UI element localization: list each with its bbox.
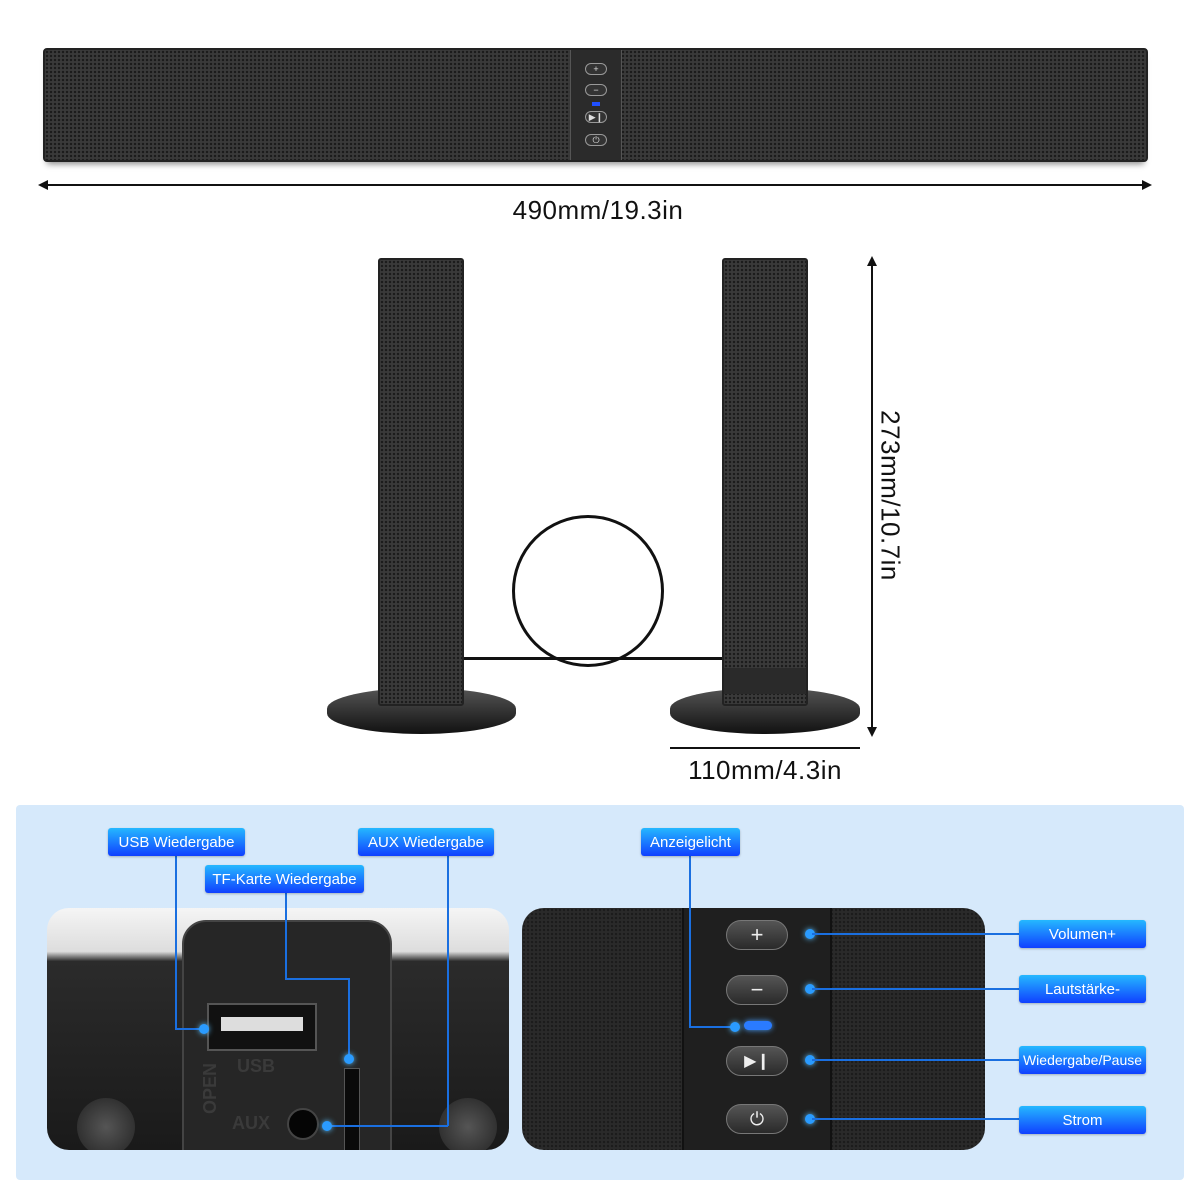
- play-pause-label: Wiedergabe/Pause: [1019, 1046, 1146, 1074]
- indicator-light: [592, 102, 600, 106]
- cable-loop: [512, 515, 664, 667]
- usb-label: USB Wiedergabe: [108, 828, 245, 856]
- power-button: ⏻: [585, 134, 607, 146]
- power-label: Strom: [1019, 1106, 1146, 1134]
- tf-dot: [344, 1054, 354, 1064]
- vol-up-dot: [805, 929, 815, 939]
- right-tower: [722, 258, 808, 706]
- open-marking: OPEN: [200, 1062, 221, 1115]
- usb-callout-line-h: [175, 1028, 205, 1030]
- volume-down-button: −: [585, 84, 607, 96]
- play-pause-button: ▶❙: [585, 111, 607, 123]
- screw-left-icon: [77, 1098, 135, 1150]
- usb-callout-line: [175, 856, 177, 1029]
- cable: [464, 657, 722, 660]
- volume-down-label: Lautstärke-: [1019, 975, 1146, 1003]
- volume-up-button: +: [585, 63, 607, 75]
- volume-down-button-detail: −: [726, 975, 788, 1005]
- right-tower-controls: [724, 668, 806, 694]
- base-dimension-line: [670, 747, 860, 749]
- base-width-label: 110mm/4.3in: [688, 755, 842, 785]
- tf-card-slot: [344, 1068, 360, 1150]
- aux-callout-line: [447, 856, 449, 1126]
- aux-marking: AUX: [232, 1113, 271, 1133]
- power-line: [812, 1118, 1019, 1120]
- aux-dot: [322, 1121, 332, 1131]
- tf-callout-line-v: [348, 978, 350, 1058]
- indicator-label: Anzeigelicht: [641, 828, 740, 856]
- aux-jack: [287, 1108, 319, 1140]
- soundbar-width-label: 490mm/19.3in: [512, 195, 684, 225]
- indicator-dot: [730, 1022, 740, 1032]
- arrow-left-icon: [38, 180, 48, 190]
- vol-down-line: [812, 988, 1019, 990]
- tf-callout-line-h: [285, 978, 349, 980]
- vol-up-line: [812, 933, 1019, 935]
- usb-port: [207, 1003, 317, 1051]
- play-line: [812, 1059, 1019, 1061]
- height-dimension-line: [871, 260, 873, 734]
- power-button-detail: ⏻: [726, 1104, 788, 1134]
- aux-callout-line-h: [326, 1125, 448, 1127]
- play-dot: [805, 1055, 815, 1065]
- indicator-light-detail: [744, 1021, 772, 1030]
- ports-photo: USB AUX OPEN: [47, 908, 509, 1150]
- usb-marking: USB: [237, 1056, 276, 1076]
- tf-callout-line: [285, 893, 287, 979]
- indicator-callout-line-h: [689, 1026, 735, 1028]
- power-dot: [805, 1114, 815, 1124]
- vol-down-dot: [805, 984, 815, 994]
- tower-height-label: 273mm/10.7in: [875, 410, 906, 581]
- usb-dot: [199, 1024, 209, 1034]
- indicator-callout-line: [689, 856, 691, 1027]
- arrow-down-icon: [867, 727, 877, 737]
- arrow-up-icon: [867, 256, 877, 266]
- aux-label: AUX Wiedergabe: [358, 828, 494, 856]
- tf-label: TF-Karte Wiedergabe: [205, 865, 364, 893]
- play-pause-button-detail: ▶❙: [726, 1046, 788, 1076]
- soundbar-control-panel: + − ▶❙ ⏻: [570, 50, 622, 160]
- volume-up-button-detail: +: [726, 920, 788, 950]
- volume-up-label: Volumen+: [1019, 920, 1146, 948]
- left-tower: [378, 258, 464, 706]
- width-dimension-line: [42, 184, 1150, 186]
- arrow-right-icon: [1142, 180, 1152, 190]
